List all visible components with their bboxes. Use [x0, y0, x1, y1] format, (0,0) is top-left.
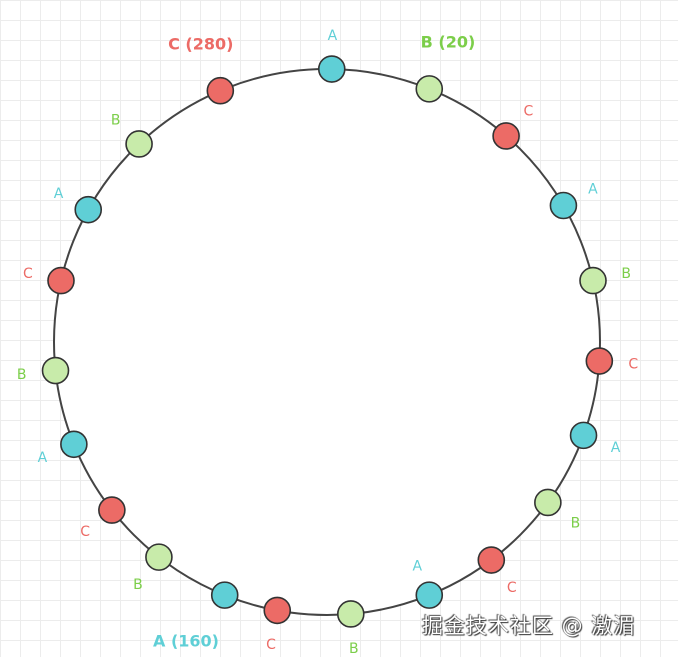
- node-c: [263, 596, 292, 625]
- node-label: A: [611, 440, 621, 456]
- node-label: C: [507, 580, 517, 596]
- node-b: [534, 488, 562, 517]
- node-c: [492, 122, 520, 150]
- node-label: C: [23, 266, 33, 282]
- node-label: C: [266, 637, 276, 653]
- node-label: B: [17, 367, 27, 383]
- node-c: [585, 347, 614, 375]
- node-label: B (20): [421, 33, 476, 52]
- node-a: [415, 581, 444, 609]
- node-b: [41, 356, 70, 385]
- node-c: [206, 76, 235, 105]
- node-b: [579, 266, 607, 295]
- node-label: A: [38, 450, 48, 466]
- node-a: [74, 195, 103, 224]
- node-a: [569, 421, 598, 450]
- node-b: [415, 75, 444, 103]
- node-c: [477, 546, 506, 574]
- node-label: B: [349, 641, 359, 657]
- node-label: C: [80, 524, 90, 540]
- node-a: [549, 191, 578, 220]
- node-label: B: [133, 577, 143, 593]
- node-label: B: [621, 266, 631, 282]
- node-label: C: [524, 103, 534, 119]
- node-label: A: [412, 558, 422, 574]
- node-a: [317, 55, 346, 83]
- node-b: [336, 600, 365, 628]
- node-label: C (280): [168, 35, 233, 54]
- node-label: B: [571, 515, 581, 531]
- node-label: A: [328, 28, 338, 44]
- node-a: [210, 581, 239, 609]
- node-c: [98, 496, 126, 524]
- node-b: [145, 543, 173, 571]
- node-label: B: [111, 112, 121, 128]
- node-label: A: [588, 182, 598, 198]
- node-label: C: [628, 356, 638, 372]
- node-c: [47, 266, 75, 295]
- node-b: [125, 130, 153, 158]
- node-a: [60, 430, 88, 459]
- node-label: A: [54, 186, 64, 202]
- watermark: 掘金技术社区 @ 激湄: [422, 614, 636, 638]
- node-label: A (160): [153, 631, 219, 650]
